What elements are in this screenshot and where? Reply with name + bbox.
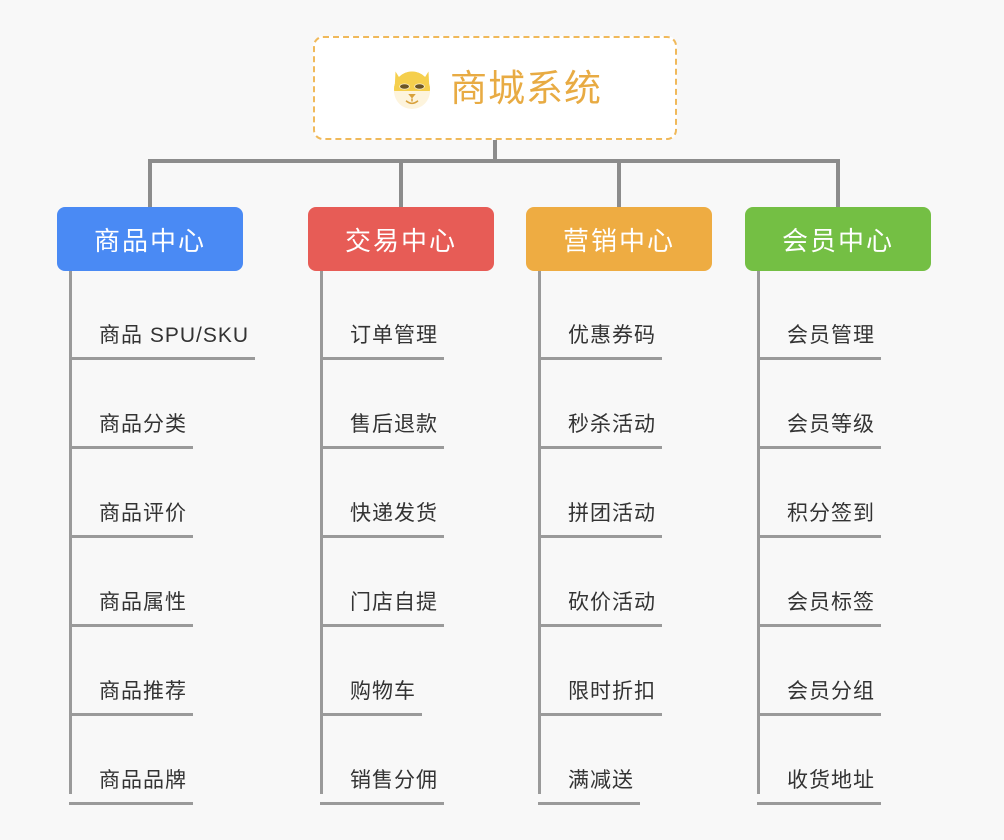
leaf-item-label: 门店自提 [320,592,444,627]
category-header[interactable]: 营销中心 [526,207,712,271]
leaf-item-label: 收货地址 [757,770,881,805]
leaf-item-label: 会员等级 [757,414,881,449]
leaf-item-label: 快递发货 [320,503,444,538]
category-header[interactable]: 会员中心 [745,207,931,271]
leaf-item[interactable]: 收货地址 [745,716,931,805]
leaf-item-label: 商品推荐 [69,681,193,716]
connector-drop-3 [617,159,621,207]
leaf-list: 商品 SPU/SKU 商品分类 商品评价 商品属性 商品推荐 商品品牌 [57,271,256,805]
leaf-list: 订单管理 售后退款 快递发货 门店自提 购物车 销售分佣 [308,271,494,805]
leaf-item-label: 售后退款 [320,414,444,449]
leaf-item[interactable]: 拼团活动 [526,449,712,538]
leaf-item[interactable]: 商品品牌 [57,716,243,805]
root-title: 商城系统 [450,67,602,109]
connector-drop-2 [399,159,403,207]
leaf-item[interactable]: 会员标签 [745,538,931,627]
connector-drop-1 [148,159,152,207]
leaf-item-label: 会员分组 [757,681,881,716]
leaf-item[interactable]: 销售分佣 [308,716,494,805]
leaf-item-label: 商品 SPU/SKU [69,325,256,360]
leaf-item[interactable]: 限时折扣 [526,627,712,716]
leaf-item[interactable]: 秒杀活动 [526,360,712,449]
leaf-item[interactable]: 满减送 [526,716,712,805]
connector-horizontal-bus [150,159,840,163]
leaf-trunk-line [538,271,541,794]
connector-root-stem [493,140,497,162]
leaf-item-label: 商品分类 [69,414,193,449]
leaf-trunk-line [757,271,760,794]
branch-column-4: 会员中心 会员管理 会员等级 积分签到 会员标签 会员分组 收货地址 [745,207,931,805]
leaf-item-label: 商品评价 [69,503,193,538]
leaf-item[interactable]: 快递发货 [308,449,494,538]
leaf-item-label: 商品品牌 [69,770,193,805]
category-header[interactable]: 交易中心 [308,207,494,271]
leaf-item-label: 销售分佣 [320,770,444,805]
leaf-item-label: 砍价活动 [538,592,662,627]
leaf-item-label: 商品属性 [69,592,193,627]
leaf-item[interactable]: 商品属性 [57,538,243,627]
branch-column-2: 交易中心 订单管理 售后退款 快递发货 门店自提 购物车 销售分佣 [308,207,494,805]
leaf-item[interactable]: 购物车 [308,627,494,716]
leaf-item[interactable]: 商品分类 [57,360,243,449]
branch-column-3: 营销中心 优惠券码 秒杀活动 拼团活动 砍价活动 限时折扣 满减送 [526,207,712,805]
leaf-item-label: 满减送 [538,770,640,805]
leaf-item-label: 订单管理 [320,325,444,360]
dog-face-icon [394,71,430,109]
leaf-item[interactable]: 会员管理 [745,271,931,360]
leaf-item-label: 拼团活动 [538,503,662,538]
leaf-item[interactable]: 订单管理 [308,271,494,360]
leaf-item-label: 优惠券码 [538,325,662,360]
leaf-list: 优惠券码 秒杀活动 拼团活动 砍价活动 限时折扣 满减送 [526,271,712,805]
leaf-item[interactable]: 优惠券码 [526,271,712,360]
leaf-item[interactable]: 积分签到 [745,449,931,538]
leaf-item[interactable]: 商品 SPU/SKU [57,271,256,360]
leaf-item-label: 购物车 [320,681,422,716]
branch-column-1: 商品中心 商品 SPU/SKU 商品分类 商品评价 商品属性 商品推荐 商品品牌 [57,207,256,805]
leaf-trunk-line [320,271,323,794]
connector-drop-4 [836,159,840,207]
category-header[interactable]: 商品中心 [57,207,243,271]
leaf-item[interactable]: 会员分组 [745,627,931,716]
leaf-item-label: 限时折扣 [538,681,662,716]
leaf-list: 会员管理 会员等级 积分签到 会员标签 会员分组 收货地址 [745,271,931,805]
leaf-item[interactable]: 砍价活动 [526,538,712,627]
leaf-item[interactable]: 商品评价 [57,449,243,538]
leaf-item-label: 秒杀活动 [538,414,662,449]
leaf-item-label: 会员标签 [757,592,881,627]
leaf-trunk-line [69,271,72,794]
leaf-item[interactable]: 商品推荐 [57,627,243,716]
leaf-item-label: 积分签到 [757,503,881,538]
leaf-item[interactable]: 会员等级 [745,360,931,449]
root-node[interactable]: 商城系统 [313,36,677,140]
leaf-item[interactable]: 门店自提 [308,538,494,627]
leaf-item-label: 会员管理 [757,325,881,360]
leaf-item[interactable]: 售后退款 [308,360,494,449]
